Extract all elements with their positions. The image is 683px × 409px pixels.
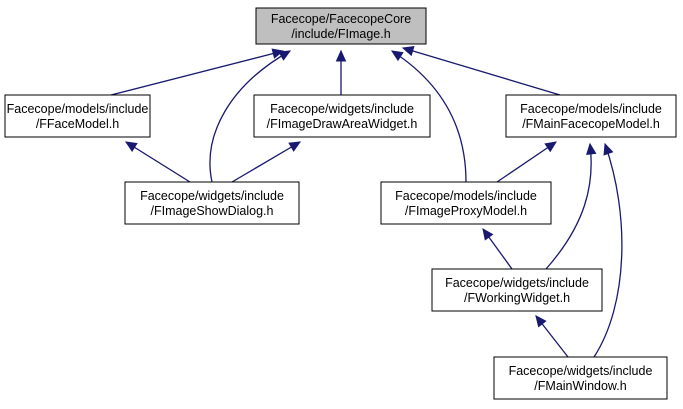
node-label-line: /include/FImage.h [291, 27, 390, 41]
node-label-line: /FImageProxyModel.h [405, 204, 527, 218]
node-fworkingwidget[interactable]: Facecope/widgets/include/FWorkingWidget.… [431, 268, 603, 312]
edge-fmainfacecopemodel-to-fimage [402, 47, 561, 96]
arrowhead-fimageshowdialog-to-fimagedrawareawidget [288, 141, 302, 152]
edges-layer [110, 45, 623, 358]
node-label-line: Facecope/models/include [520, 102, 662, 116]
arrowhead-fmainwindow-to-fmainfacecopemodel [603, 142, 614, 156]
edge-fimageshowdialog-to-fimagedrawareawidget [231, 141, 301, 183]
node-label-line: Facecope/FacecopeCore [271, 12, 411, 26]
edge-fmainwindow-to-fmainfacecopemodel [593, 143, 623, 358]
node-fimage[interactable]: Facecope/FacecopeCore/include/FImage.h [255, 7, 427, 45]
node-fmainfacecopemodel[interactable]: Facecope/models/include/FMainFacecopeMod… [505, 94, 677, 138]
arrowhead-fimageshowdialog-to-fimage [278, 50, 292, 61]
nodes-layer: Facecope/FacecopeCore/include/FImage.hFa… [4, 7, 677, 400]
node-label-line: /FImageDrawAreaWidget.h [267, 117, 418, 131]
arrowhead-ffacemodel-to-fimage [271, 48, 285, 59]
node-box [4, 94, 151, 138]
node-fimagedrawareawidget[interactable]: Facecope/widgets/include/FImageDrawAreaW… [253, 94, 431, 138]
node-label-line: Facecope/models/include [395, 189, 537, 203]
node-fimageproxymodel[interactable]: Facecope/models/include/FImageProxyModel… [380, 181, 552, 225]
node-label-line: Facecope/widgets/include [270, 102, 414, 116]
node-box [124, 181, 300, 225]
node-box [493, 356, 668, 400]
node-label-line: Facecope/models/include [7, 102, 149, 116]
node-box [255, 7, 427, 45]
node-label-line: /FFaceModel.h [36, 117, 119, 131]
node-fimageshowdialog[interactable]: Facecope/widgets/include/FImageShowDialo… [124, 181, 300, 225]
node-box [505, 94, 677, 138]
arrowhead-fmainwindow-to-fworkingwidget [535, 315, 547, 328]
arrowhead-fworkingwidget-to-fimageproxymodel [482, 228, 494, 241]
node-label-line: /FMainWindow.h [534, 379, 626, 393]
node-label-line: Facecope/widgets/include [445, 276, 589, 290]
arrowhead-fimageproxymodel-to-fimage [390, 50, 404, 62]
arrowhead-fimageproxymodel-to-fmainfacecopemodel [544, 141, 558, 153]
node-fmainwindow[interactable]: Facecope/widgets/include/FMainWindow.h [493, 356, 668, 400]
edge-fworkingwidget-to-fmainfacecopemodel [545, 143, 592, 270]
node-label-line: /FWorkingWidget.h [464, 291, 570, 305]
node-label-line: Facecope/widgets/include [509, 364, 653, 378]
node-box [380, 181, 552, 225]
node-box [253, 94, 431, 138]
node-label-line: /FMainFacecopeModel.h [522, 117, 660, 131]
arrowhead-fworkingwidget-to-fmainfacecopemodel [586, 142, 597, 156]
edge-fimageshowdialog-to-ffacemodel [125, 141, 191, 183]
edge-fimageproxymodel-to-fimage [391, 50, 467, 183]
arrowhead-fimagedrawareawidget-to-fimage [335, 49, 347, 62]
arrowhead-fmainfacecopemodel-to-fimage [401, 45, 415, 57]
arrowhead-fimageshowdialog-to-ffacemodel [124, 141, 138, 153]
edge-fimageproxymodel-to-fmainfacecopemodel [496, 141, 557, 183]
node-label-line: Facecope/widgets/include [140, 189, 284, 203]
node-ffacemodel[interactable]: Facecope/models/include/FFaceModel.h [4, 94, 151, 138]
node-label-line: /FImageShowDialog.h [151, 204, 274, 218]
node-box [431, 268, 603, 312]
edge-fimageshowdialog-to-fimage [209, 50, 291, 183]
edge-ffacemodel-to-fimage [110, 50, 284, 96]
